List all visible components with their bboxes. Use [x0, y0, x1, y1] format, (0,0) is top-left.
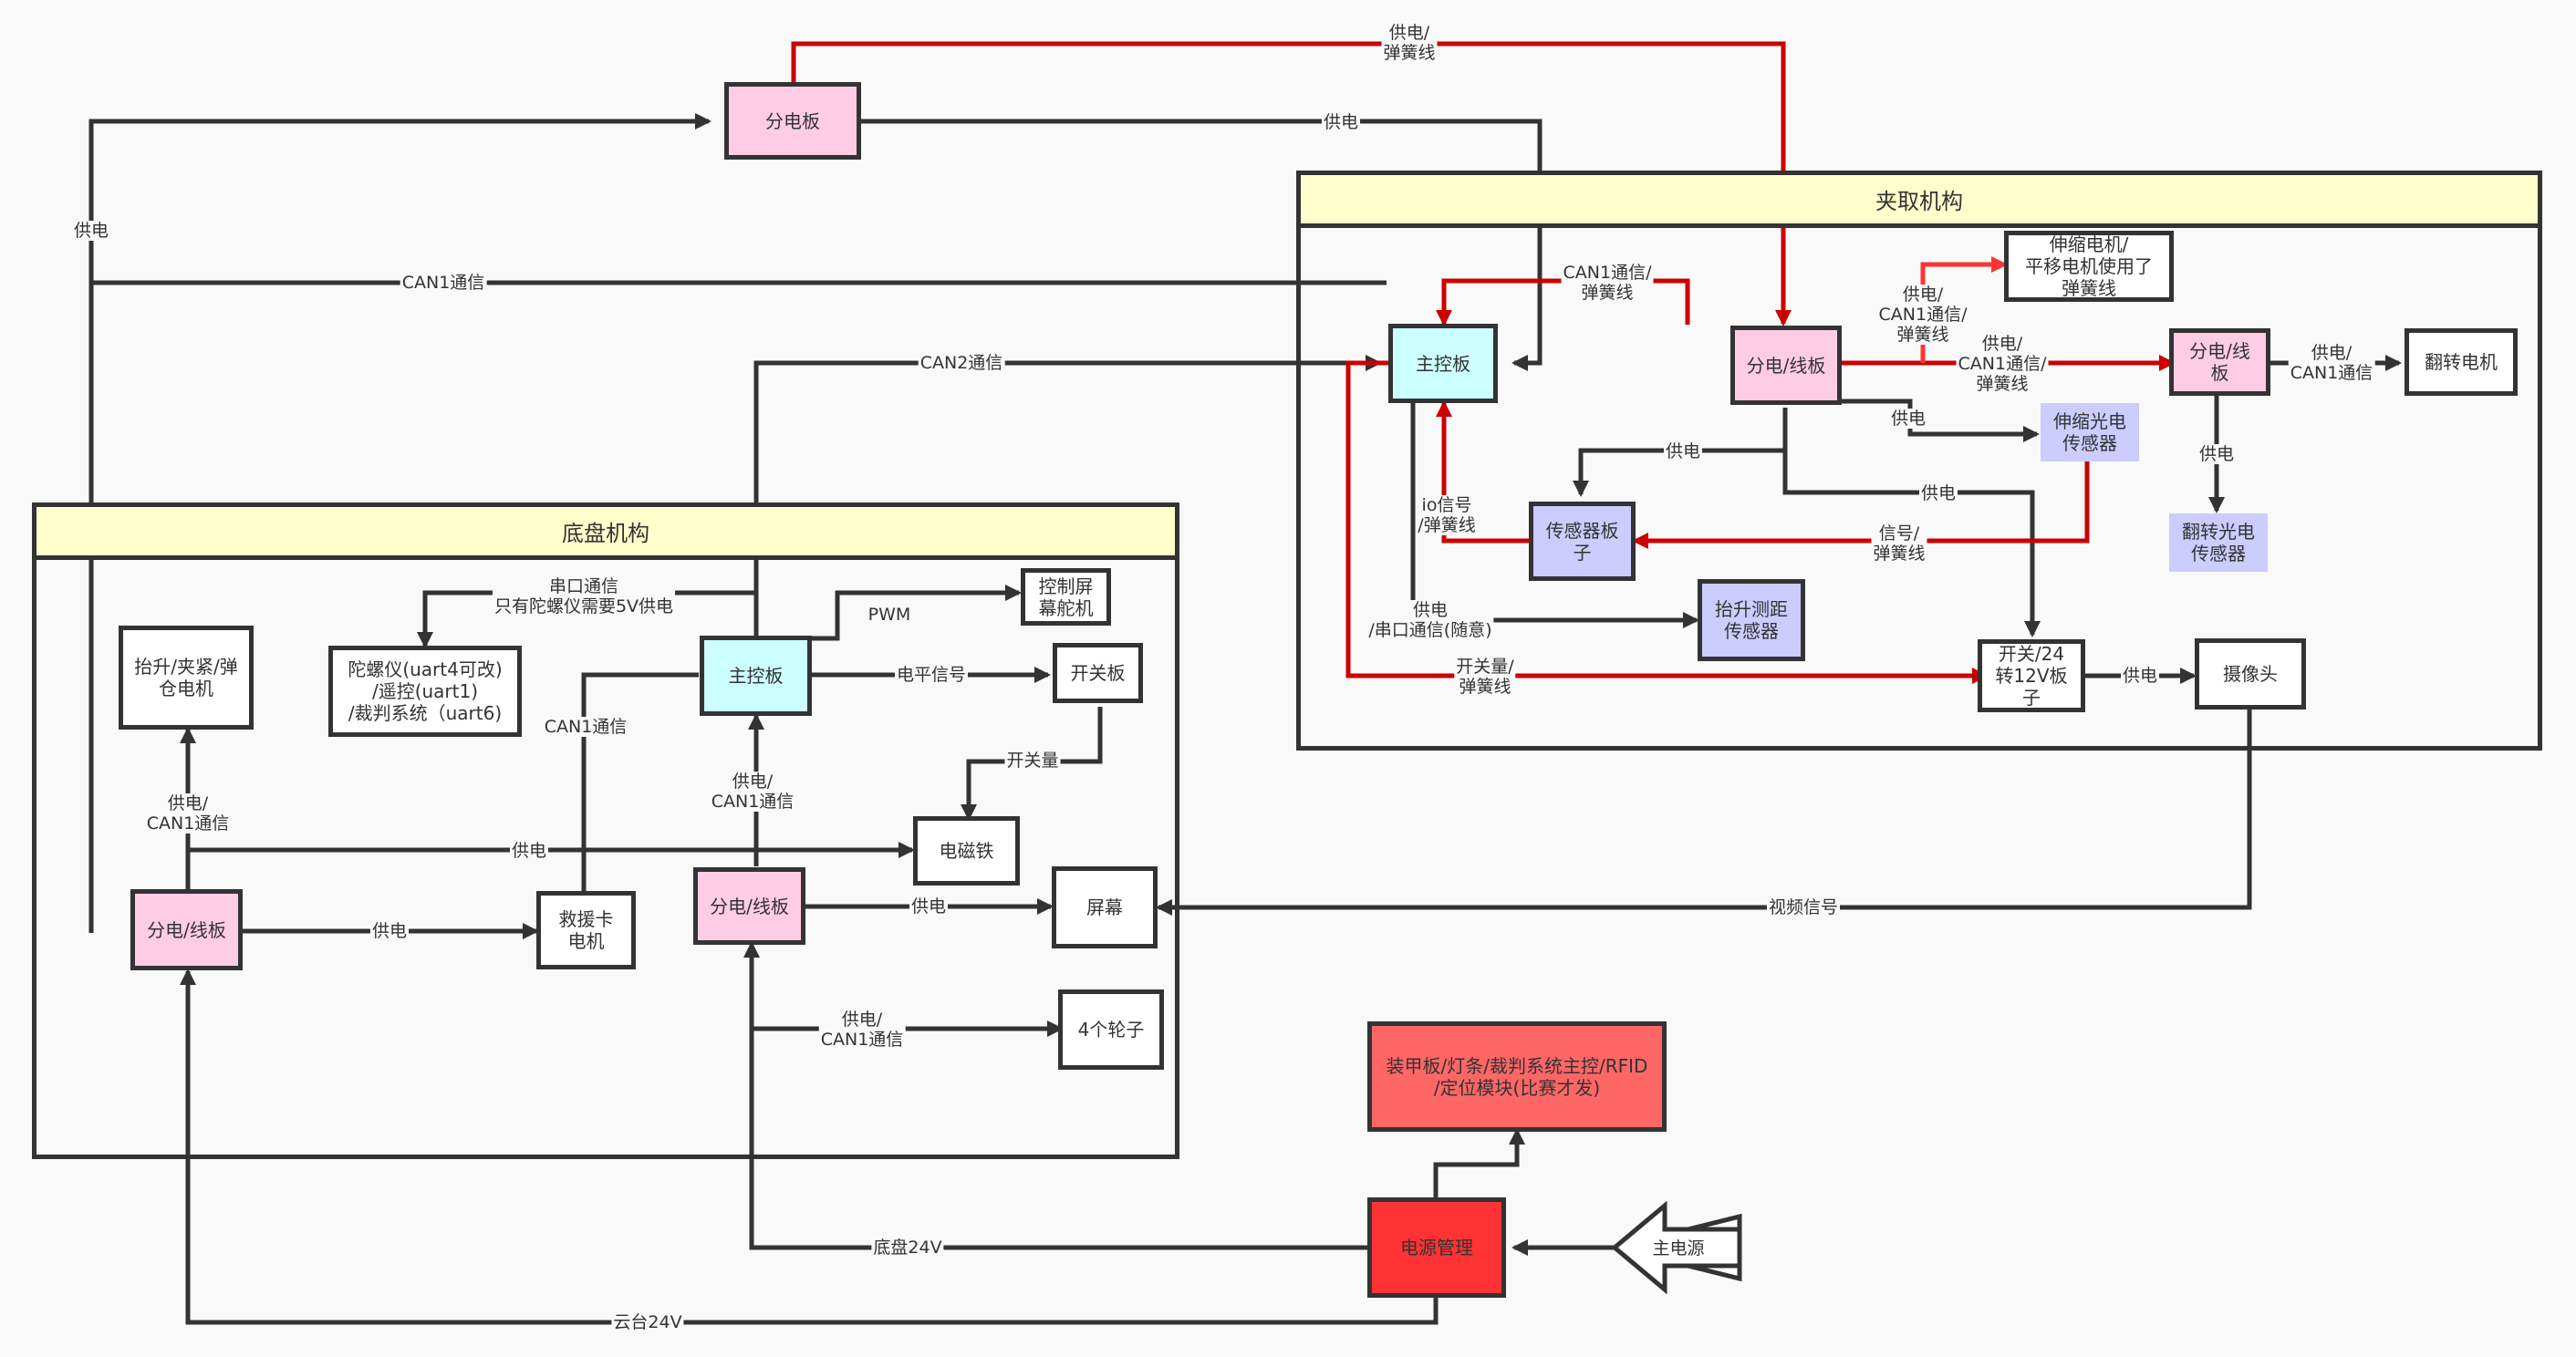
label-wheels-link: 供电/ CAN1通信	[818, 1010, 906, 1050]
chassis-power-board-left: 分电/线板	[130, 889, 243, 970]
chassis-power-board-mid: 分电/线板	[693, 867, 805, 945]
telescopic-sensor: 伸缩光电 传感器	[2041, 403, 2139, 461]
label-chassis24: 底盘24V	[871, 1238, 944, 1258]
edge-chassis24	[743, 941, 1368, 1250]
gripper-main-board: 主控板	[1388, 324, 1498, 403]
screen: 屏幕	[1052, 866, 1158, 948]
label-left-power: 供电	[71, 221, 111, 241]
top-power-board: 分电板	[724, 82, 861, 160]
lift-clamp-motor: 抬升/夹紧/弹 仓电机	[119, 626, 254, 730]
label-mid-up: 供电/ CAN1通信	[709, 772, 796, 812]
label-switch-qty: 开关量/ 弹簧线	[1454, 657, 1516, 697]
label-io-signal: io信号 /弹簧线	[1416, 495, 1478, 535]
screen-servo: 控制屏 幕舵机	[1021, 568, 1111, 626]
label-flip-sensor-power: 供电	[2197, 444, 2237, 464]
label-rescue-power: 供电	[369, 921, 410, 941]
label-left-up: 供电/ CAN1通信	[144, 793, 232, 834]
edge-switch-qty-red	[1345, 360, 1989, 684]
gripper-container-title: 夹取机构	[1301, 175, 2538, 228]
main-power-arrow-shape	[1611, 1200, 1742, 1295]
label-lift-sensor-link: 供电 /串口通信(随意)	[1366, 600, 1494, 640]
label-chassis-can1: CAN1通信	[542, 717, 629, 737]
camera: 摄像头	[2195, 638, 2306, 710]
label-magnet-power: 供电	[509, 841, 549, 861]
rescue-motor: 救援卡 电机	[536, 891, 636, 969]
four-wheels: 4个轮子	[1058, 989, 1164, 1070]
edge-switch-power	[1782, 408, 2041, 637]
flip-motor: 翻转电机	[2405, 328, 2518, 396]
edge-gimbal24	[180, 969, 1439, 1325]
edge-armor	[1433, 1128, 1525, 1197]
label-tel-red: 供电/ CAN1通信/ 弹簧线	[1876, 285, 1969, 345]
label-switch-qty-short: 开关量	[1004, 751, 1061, 771]
edge-io-signal	[1436, 400, 1530, 544]
edge-signal	[1632, 451, 2090, 549]
electromagnet: 电磁铁	[913, 816, 1020, 886]
switch-board-24v: 开关/24 转12V板 子	[1978, 639, 2085, 712]
telescopic-motor: 伸缩电机/ 平移电机使用了 弹簧线	[2004, 231, 2174, 302]
label-can2: CAN2通信	[918, 353, 1005, 373]
label-screen-power: 供电	[909, 896, 949, 917]
sensor-board: 传感器板 子	[1529, 502, 1636, 581]
label-main-power: 主电源	[1652, 1238, 1705, 1259]
gripper-container: 夹取机构	[1296, 171, 2542, 751]
lift-sensor: 抬升测距 传感器	[1698, 579, 1805, 661]
armor-referee-module: 装甲板/灯条/裁判系统主控/RFID /定位模块(比赛才发)	[1367, 1021, 1667, 1132]
label-switch-power: 供电	[1918, 483, 1958, 503]
label-camera-power: 供电	[2120, 666, 2160, 686]
flip-sensor: 翻转光电 传感器	[2169, 513, 2268, 572]
label-flip-link: 供电/ CAN1通信	[2288, 343, 2375, 383]
label-can1-long: CAN1通信	[400, 273, 487, 293]
label-serial: 串口通信 只有陀螺仪需要5V供电	[492, 576, 676, 616]
label-video: 视频信号	[1766, 897, 1841, 917]
chassis-container: 底盘机构	[32, 502, 1179, 1159]
chassis-container-title: 底盘机构	[36, 507, 1175, 560]
label-gimbal24: 云台24V	[611, 1312, 684, 1332]
gyro-remote-referee: 陀螺仪(uart4可改) /遥控(uart1) /裁判系统（uart6)	[328, 646, 522, 737]
label-gp2-red: 供电/ CAN1通信/ 弹簧线	[1956, 334, 2049, 394]
label-signal: 信号/ 弹簧线	[1871, 523, 1927, 564]
label-sensor-board-power: 供电	[1663, 441, 1703, 461]
edge-can2	[753, 355, 1382, 670]
label-pwm: PWM	[866, 605, 913, 625]
power-management: 电源管理	[1367, 1197, 1506, 1298]
edge-video	[1156, 708, 2252, 916]
chassis-main-board: 主控板	[700, 636, 812, 716]
edge-chassis-can1	[576, 672, 699, 933]
label-top-power: 供电	[1321, 112, 1361, 132]
label-gm-can1: CAN1通信/ 弹簧线	[1561, 263, 1654, 303]
edge-top-power	[859, 119, 1542, 371]
edge-left-power	[88, 113, 712, 933]
label-tel-sensor-power: 供电	[1888, 409, 1928, 429]
label-top-red: 供电/ 弹簧线	[1381, 23, 1438, 63]
gripper-power-board-2: 分电/线 板	[2169, 328, 2270, 396]
gripper-power-board: 分电/线板	[1730, 326, 1842, 405]
label-level: 电平信号	[894, 665, 969, 685]
switch-board: 开关板	[1053, 643, 1143, 703]
